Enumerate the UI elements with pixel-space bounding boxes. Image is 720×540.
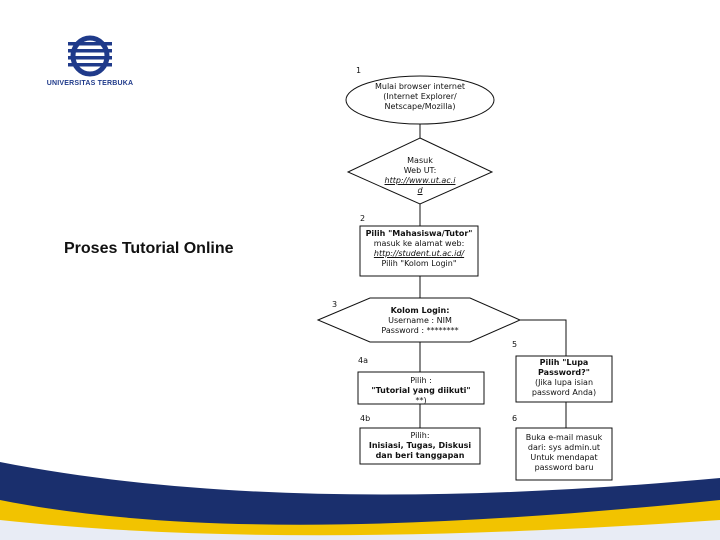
step-number-1: 1 — [356, 66, 362, 75]
email-process — [515, 427, 613, 481]
brand-name: UNIVERSITAS TERBUKA — [46, 80, 134, 87]
lupa-label-line4: password Anda) — [531, 388, 597, 397]
universitas-terbuka-logo — [68, 35, 112, 77]
start-label-line1: Mulai browser internet — [374, 82, 466, 91]
student-label-line1: Pilih "Mahasiswa/Tutor" — [365, 229, 473, 238]
tutorial-label-line1: Pilih : — [410, 376, 432, 385]
activity-process — [359, 427, 481, 465]
start-label-line2: (Internet Explorer/ — [383, 92, 457, 101]
start-label-line3: Netscape/Mozilla) — [384, 102, 456, 111]
activity-label-line2: Inisiasi, Tugas, Diskusi — [368, 441, 472, 450]
step-number-6: 6 — [512, 414, 518, 423]
footer-band-yellow — [0, 500, 720, 540]
activity-label-line3: dan beri tanggapan — [375, 451, 465, 460]
step-number-5: 5 — [512, 340, 518, 349]
web-url-link[interactable]: http://www.ut.ac.i — [384, 176, 456, 185]
email-label-line4: password baru — [534, 463, 594, 472]
student-label-line4: Pilih "Kolom Login" — [381, 259, 457, 268]
lupa-label-line1: Pilih "Lupa — [539, 358, 589, 367]
start-label: Mulai browser internet (Internet Explore… — [360, 82, 480, 112]
email-label-line3: Untuk mendapat — [530, 453, 598, 462]
activity-label: Pilih: Inisiasi, Tugas, Diskusi dan beri… — [358, 431, 482, 461]
login-label: Kolom Login: Username : NIM Password : *… — [360, 306, 480, 336]
student-label: Pilih "Mahasiswa/Tutor" masuk ke alamat … — [360, 229, 478, 269]
tutorial-label-line2: "Tutorial yang diikuti" — [371, 386, 471, 395]
page-title: Proses Tutorial Online — [64, 240, 234, 257]
step-number-4a: 4a — [358, 356, 368, 365]
step-number-3: 3 — [332, 300, 338, 309]
tutorial-label: Pilih : "Tutorial yang diikuti" **) — [358, 376, 484, 406]
web-url-link-cont[interactable]: d — [417, 186, 423, 195]
login-label-title: Kolom Login: — [390, 306, 450, 315]
step-number-2: 2 — [360, 214, 366, 223]
lupa-label-line2: Password?" — [538, 368, 590, 377]
web-label: Masuk Web UT: http://www.ut.ac.i d — [370, 156, 470, 196]
lupa-label-line3: (Jika lupa isian — [534, 378, 594, 387]
email-label-line1: Buka e-mail masuk — [525, 433, 603, 442]
student-url-link[interactable]: http://student.ut.ac.id/ — [373, 249, 465, 258]
tutorial-process — [357, 371, 485, 405]
student-process — [359, 225, 479, 277]
student-label-line2: masuk ke alamat web: — [373, 239, 465, 248]
web-label-line1: Masuk — [407, 156, 433, 165]
tutorial-label-line3: **) — [415, 396, 427, 405]
lupa-label: Pilih "Lupa Password?" (Jika lupa isian … — [516, 358, 612, 398]
footer-band-light — [0, 520, 720, 540]
web-label-line2: Web UT: — [403, 166, 437, 175]
step-number-4b: 4b — [360, 414, 371, 423]
login-label-password: Password : ******** — [381, 326, 459, 335]
login-label-username: Username : NIM — [388, 316, 452, 325]
lupa-process — [515, 355, 613, 403]
email-label-line2: dari: sys admin.ut — [527, 443, 601, 452]
activity-label-line1: Pilih: — [410, 431, 430, 440]
email-label: Buka e-mail masuk dari: sys admin.ut Unt… — [516, 433, 612, 473]
